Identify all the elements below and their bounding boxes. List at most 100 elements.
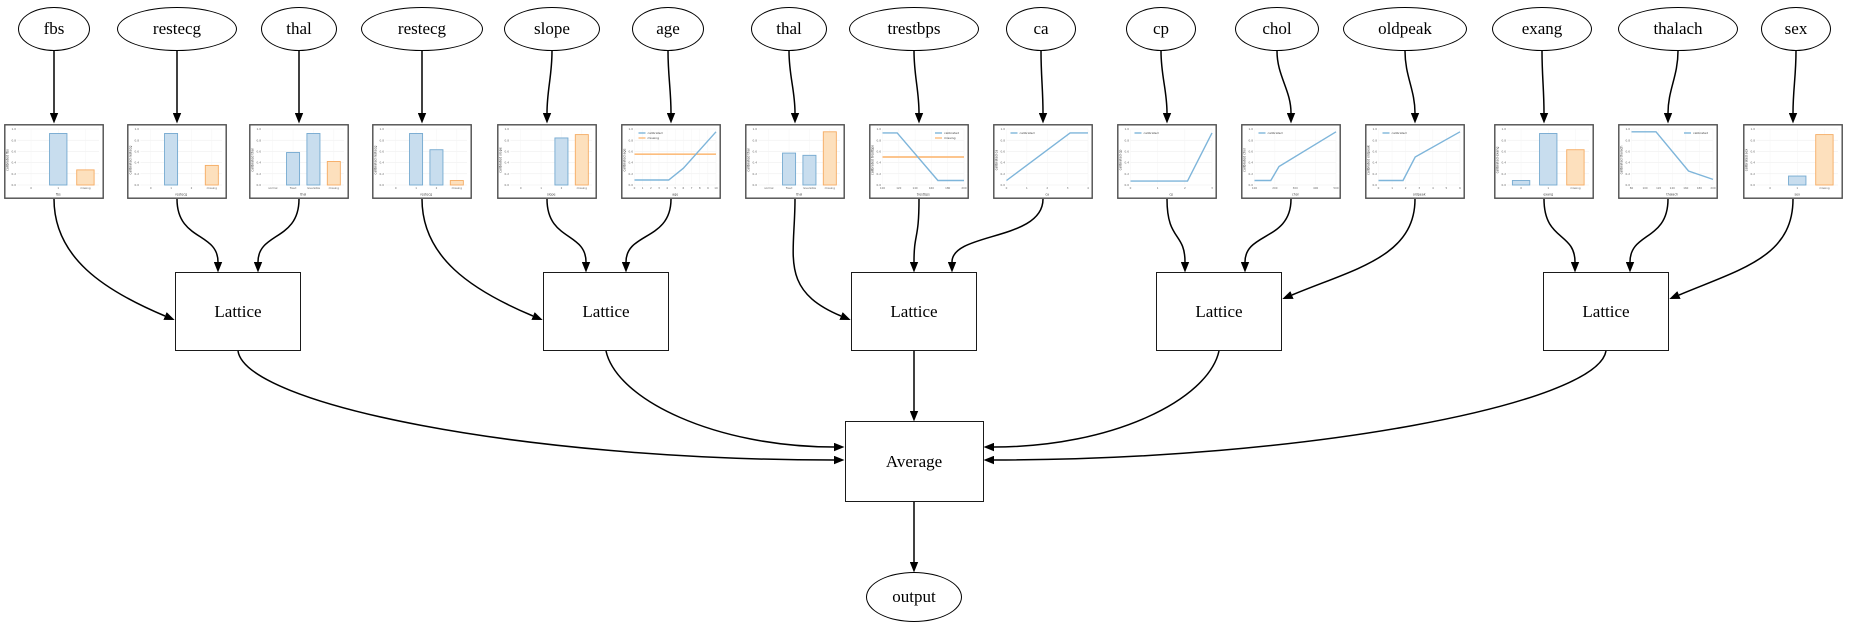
y-tick-label: 0.8 [1125,138,1130,142]
feature-node-exang: exang [1492,7,1592,51]
x-axis-label: cp [1169,193,1173,197]
y-tick-label: 0.0 [505,183,510,187]
y-axis-label: calibrated restecg [374,146,378,175]
y-tick-label: 0.8 [877,138,882,142]
x-tick-label: 6 [683,186,685,190]
x-tick-label: 160 [929,186,934,190]
edge-feature-to-calibrator [913,50,924,124]
x-tick-label: 7 [691,186,693,190]
y-tick-label: 1.0 [1751,127,1756,131]
legend-label: missing [648,136,660,140]
x-tick-label: 1 [57,186,59,190]
output-label: output [892,587,936,606]
chart-border [869,124,969,199]
y-tick-label: 1.0 [1001,127,1006,131]
y-tick-label: 0.0 [1373,183,1378,187]
x-tick-label: 6 [1459,186,1461,190]
x-tick-label: 2 [436,186,438,190]
y-tick-label: 0.0 [1249,183,1254,187]
calibration-bar [1788,175,1807,186]
legend-label: calibrated [1020,131,1035,135]
chart-border [1618,124,1718,199]
x-tick-label: 500 [1333,186,1338,190]
feature-node-thal_1: thal [261,7,337,51]
x-tick-label: 0 [634,186,636,190]
calibration-bar [449,180,464,186]
x-tick-label: 10 [714,186,718,190]
y-axis-label: calibrated restecg [129,146,133,175]
x-tick-label: 8 [699,186,701,190]
legend-label: calibrated [1693,131,1708,135]
x-tick-label: normal [764,186,774,190]
y-tick-label: 0.4 [629,161,634,165]
y-tick-label: 0.4 [1751,161,1756,165]
y-tick-label: 0.0 [1626,183,1631,187]
x-tick-label: 3 [1067,186,1069,190]
x-axis-label: trestbps [917,193,930,197]
y-tick-label: 0.2 [629,172,634,176]
y-tick-label: 1.0 [1125,127,1130,131]
x-tick-label: 2 [650,186,652,190]
y-tick-label: 0.2 [12,172,17,176]
lattice-node-5: Lattice [1543,272,1669,351]
x-tick-label: missing [1570,186,1581,190]
calibration-line [1130,132,1213,182]
calibration-line [1631,131,1714,181]
y-tick-label: 0.0 [257,183,262,187]
y-tick-label: 0.2 [1001,172,1006,176]
y-tick-label: 0.6 [1373,150,1378,154]
x-axis-label: sex [1795,193,1801,197]
y-tick-label: 0.4 [380,161,385,165]
lattice-node-4: Lattice [1156,272,1282,351]
x-tick-label: 1 [1391,186,1393,190]
feature-label: cp [1152,19,1170,38]
feature-node-slope: slope [504,7,600,51]
x-tick-label: 0 [1006,186,1008,190]
y-tick-label: 0.4 [1502,161,1507,165]
y-tick-label: 0.0 [380,183,385,187]
x-tick-label: 1 [540,186,542,190]
feature-label: oldpeak [1378,19,1432,38]
feature-node-ca: ca [1006,7,1076,51]
lattice-node-2: Lattice [543,272,669,351]
x-axis-label: thalach [1666,193,1678,197]
y-tick-label: 0.6 [505,150,510,154]
calibration-bar [286,152,301,186]
edge-feature-to-calibrator [1276,50,1296,124]
y-tick-label: 1.0 [1373,127,1378,131]
y-tick-label: 0.6 [1001,150,1006,154]
y-tick-label: 1.0 [1626,127,1631,131]
x-tick-label: 4 [666,186,668,190]
y-tick-label: 0.8 [257,138,262,142]
feature-label: slope [534,19,570,38]
feature-label: sex [1784,19,1808,38]
edge-lattice-to-average [983,350,1607,465]
calibration-bar [574,134,589,186]
x-tick-label: 100 [1643,186,1648,190]
y-tick-label: 0.0 [1502,183,1507,187]
y-tick-label: 1.0 [1249,127,1254,131]
y-tick-label: 1.0 [753,127,758,131]
x-tick-label: reversible [803,186,817,190]
y-axis-label: calibrated fbs [6,149,10,171]
average-label: Average [885,451,943,471]
y-tick-label: 0.4 [135,161,140,165]
feature-node-oldpeak: oldpeak [1343,7,1467,51]
y-tick-label: 0.8 [1502,138,1507,142]
x-tick-label: missing [80,186,91,190]
feature-node-sex: sex [1761,7,1831,51]
feature-label: restecg [152,19,202,38]
calibration-bar [429,149,444,186]
y-tick-label: 0.4 [1249,161,1254,165]
edge-calibrator-to-lattice [1282,198,1416,300]
x-axis-label: exang [1543,193,1553,197]
x-tick-label: 3 [658,186,660,190]
y-tick-label: 0.0 [135,183,140,187]
x-axis-label: fbs [56,193,61,197]
feature-node-fbs: fbs [18,7,90,51]
y-tick-label: 1.0 [12,127,17,131]
